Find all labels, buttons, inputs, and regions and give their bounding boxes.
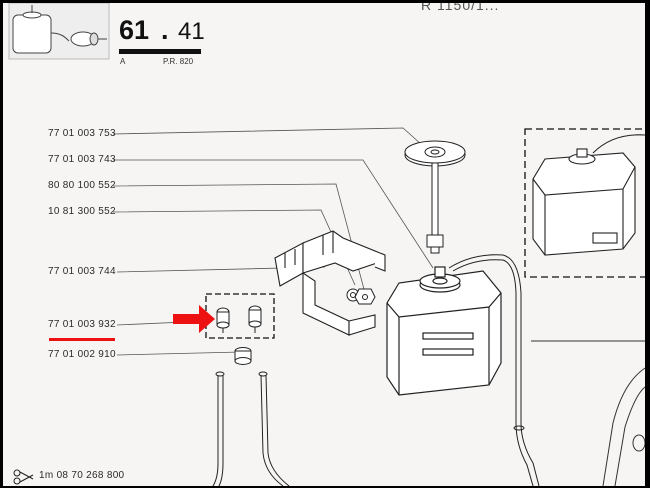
part-number-label: 77 01 003 753 xyxy=(48,128,116,139)
part-number-label: 80 80 100 552 xyxy=(48,180,116,191)
sheet-letter: A xyxy=(120,57,126,66)
section-number: 61 xyxy=(119,15,150,45)
washer-reservoir-icon xyxy=(8,3,110,60)
part-number-label: 10 81 300 552 xyxy=(48,206,116,217)
part-number-label-highlighted: 77 01 003 932 xyxy=(48,319,116,330)
cut-length-reference: 1m 08 70 268 800 xyxy=(39,470,125,481)
reference-number: R 1150/1... xyxy=(421,3,500,13)
part-number-label: 77 01 003 743 xyxy=(48,154,116,165)
scissors-icon xyxy=(13,469,34,485)
section-subnumber: 41 xyxy=(178,18,205,45)
part-number-label: 77 01 003 744 xyxy=(48,266,116,277)
highlight-arrow-icon xyxy=(173,305,215,333)
parts-diagram-sheet: 61 . 41 A P.R. 820 R 1150/1... 77 01 003… xyxy=(3,3,645,486)
diagram-artwork xyxy=(8,3,645,486)
pr-number: P.R. 820 xyxy=(163,57,194,66)
part-number-label: 77 01 002 910 xyxy=(48,349,116,360)
section-separator: . xyxy=(161,15,169,45)
